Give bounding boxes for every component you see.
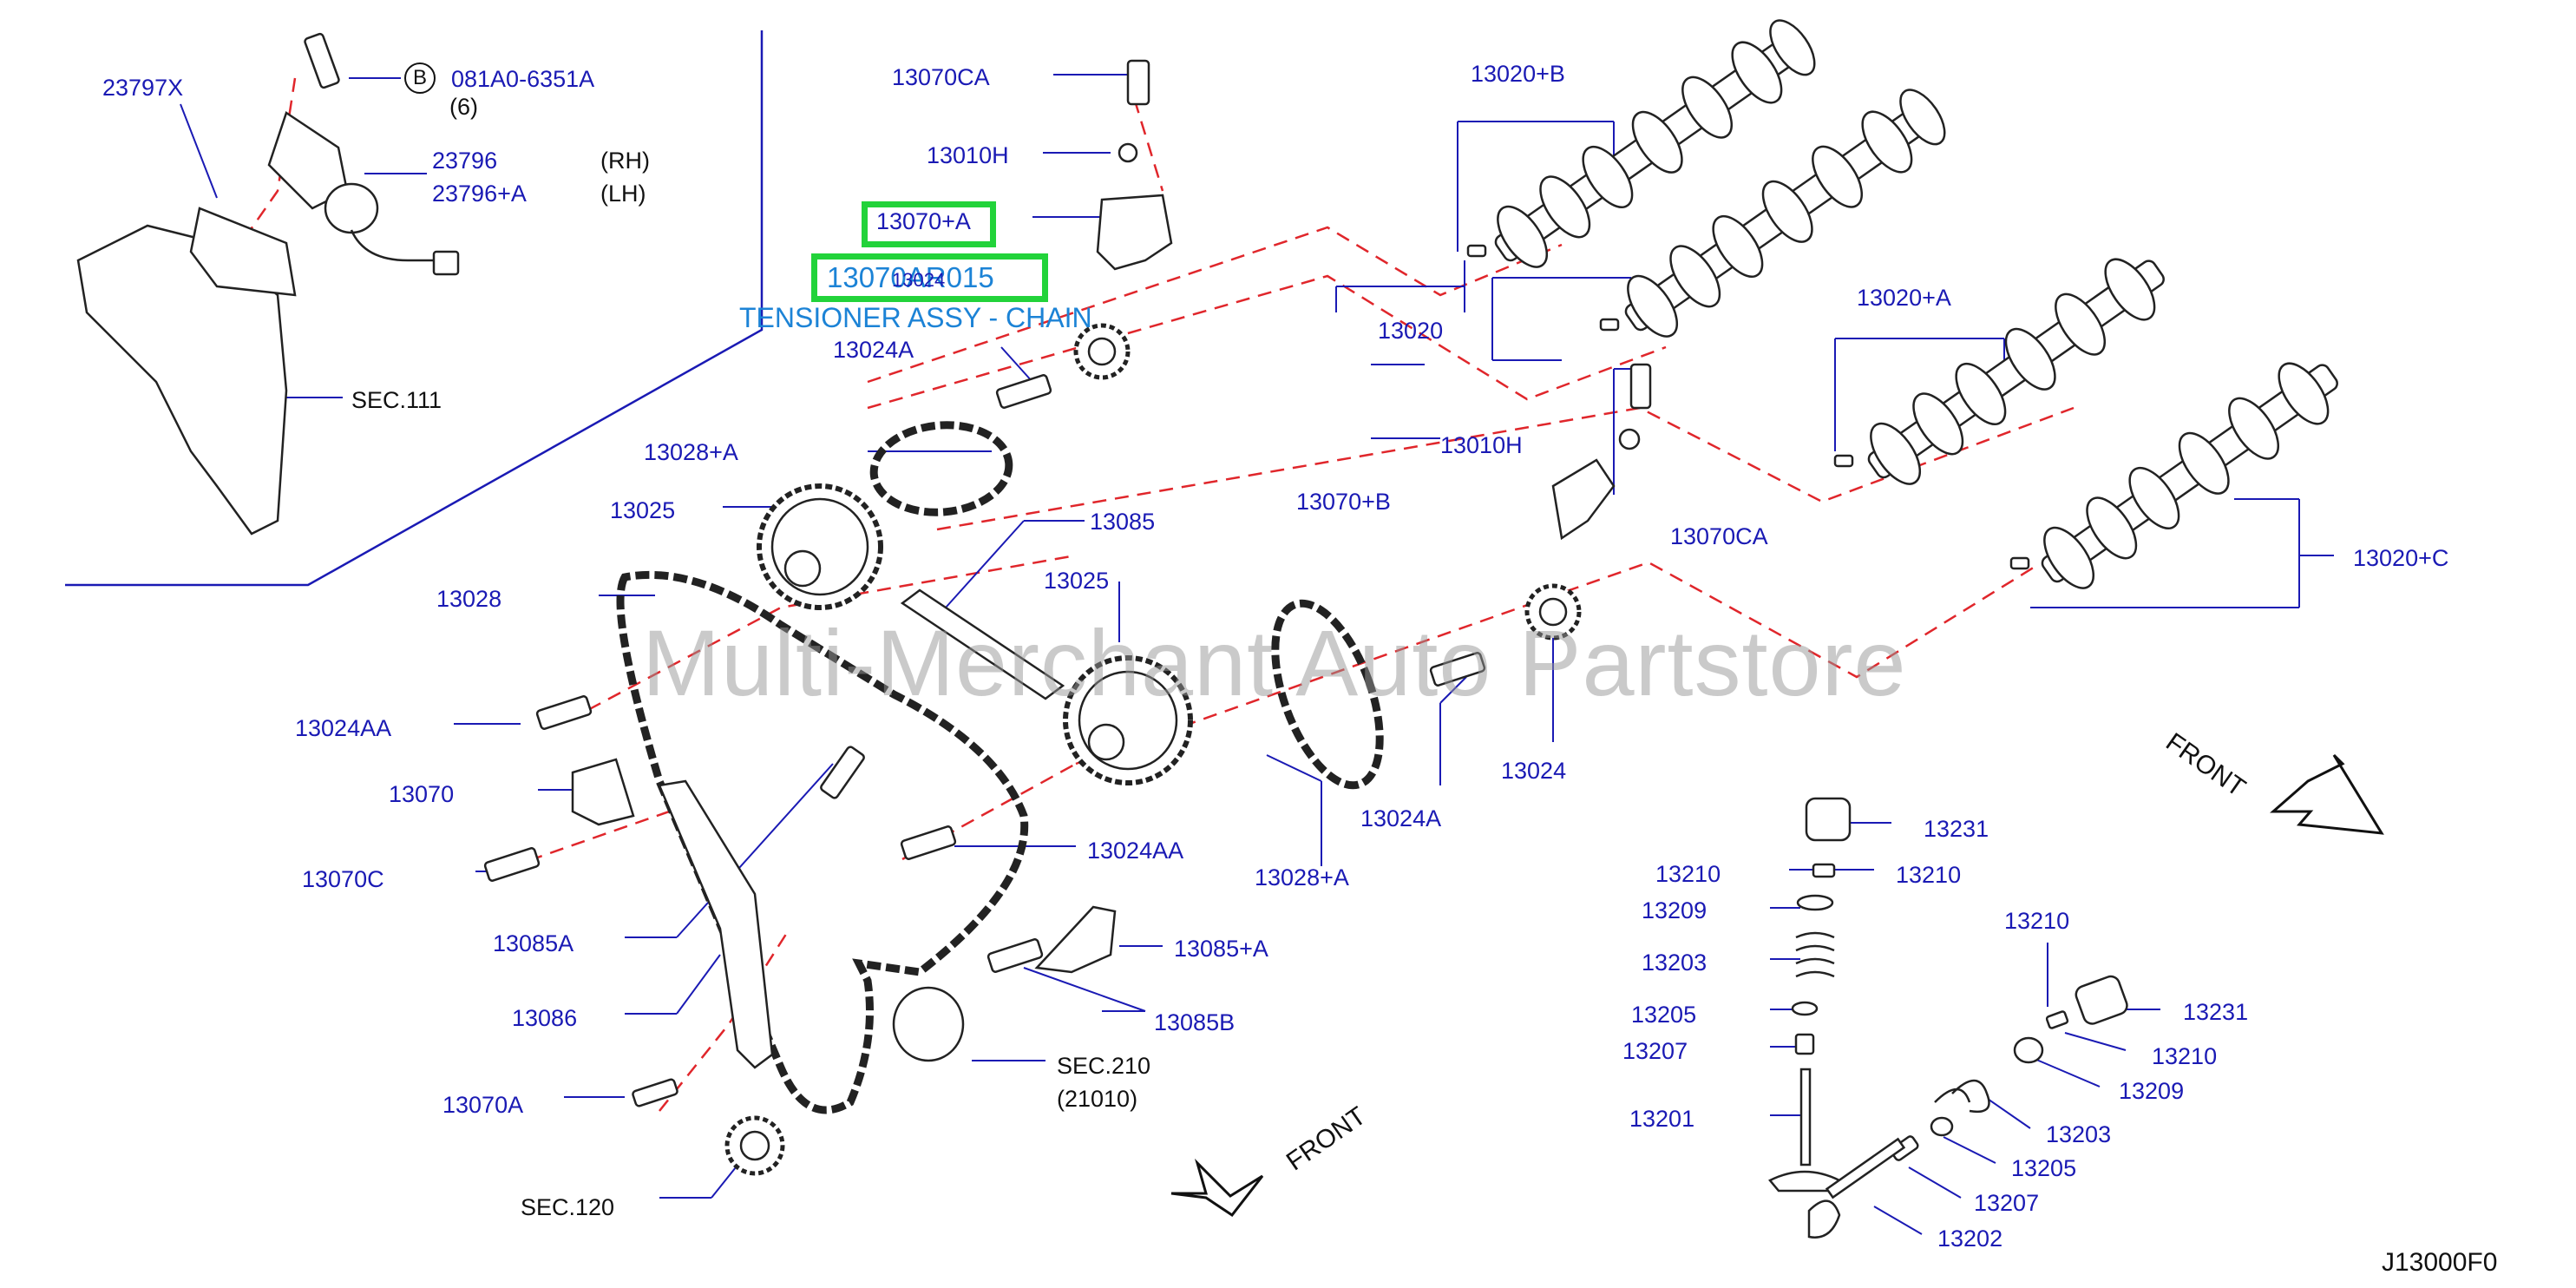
callout-13210c[interactable]: 13210 [2004, 908, 2070, 934]
callout-13201[interactable]: 13201 [1629, 1106, 1695, 1132]
callout-13210a[interactable]: 13210 [1655, 861, 1721, 887]
section-ref-210-sub: (21010) [1057, 1086, 1138, 1112]
callout-13010h-top[interactable]: 13010H [927, 142, 1009, 168]
callout-13085b[interactable]: 13085B [1154, 1009, 1236, 1035]
chain-guides [571, 194, 1616, 1069]
callout-13070[interactable]: 13070 [389, 781, 455, 807]
callout-13202[interactable]: 13202 [1937, 1226, 2003, 1252]
bolt-ref-badge: B [404, 62, 436, 94]
callout-13085[interactable]: 13085 [1090, 509, 1156, 535]
callout-13010h-mid[interactable]: 13010H [1440, 432, 1523, 458]
selected-part-number[interactable]: 13070AR015 [827, 261, 994, 293]
section-frame [65, 30, 764, 587]
callout-13205a[interactable]: 13205 [1631, 1002, 1697, 1028]
timing-chains [616, 421, 1384, 1114]
front-arrows [1170, 753, 2384, 1218]
callout-23797x[interactable]: 23797X [102, 75, 184, 101]
callout-13070b[interactable]: 13070+B [1296, 489, 1391, 515]
callout-13070a[interactable]: 13070+A [876, 208, 971, 234]
section-ref-111[interactable]: SEC.111 [351, 387, 442, 413]
callout-13209a[interactable]: 13209 [1642, 897, 1708, 923]
callout-23796[interactable]: 23796 [432, 148, 498, 174]
camshafts [1466, 19, 2338, 589]
selected-callout-highlight [862, 201, 996, 247]
callout-13024-top[interactable]: 13024 [892, 269, 946, 291]
callout-13028[interactable]: 13028 [436, 586, 502, 612]
watermark: Multi-Merchant Auto Partstore [642, 610, 1907, 715]
callout-13210d[interactable]: 13210 [2152, 1043, 2218, 1069]
leader-lines [180, 74, 2334, 1235]
callout-13070ca-mid[interactable]: 13070CA [1670, 523, 1768, 549]
variant-rh: (RH) [600, 148, 650, 174]
callout-13024a-top[interactable]: 13024A [833, 337, 914, 363]
callout-13024aa-left[interactable]: 13024AA [295, 715, 392, 741]
callout-13020[interactable]: 13020 [1378, 318, 1444, 344]
callout-13210b[interactable]: 13210 [1896, 862, 1962, 888]
callout-13028a-top[interactable]: 13028+A [644, 439, 738, 465]
section-ref-120[interactable]: SEC.120 [521, 1194, 615, 1220]
callout-13020b[interactable]: 13020+B [1471, 61, 1565, 87]
callout-23796a[interactable]: 23796+A [432, 181, 527, 207]
callout-13231b[interactable]: 13231 [2183, 999, 2249, 1025]
diagram-code: J13000F0 [2382, 1248, 2498, 1277]
bolts [483, 59, 1652, 1107]
callout-13024-mid[interactable]: 13024 [1501, 758, 1567, 784]
callout-13085a[interactable]: 13085A [493, 930, 574, 956]
selected-part-highlight [811, 253, 1048, 302]
callout-13207b[interactable]: 13207 [1974, 1190, 2040, 1216]
variant-lh: (LH) [600, 181, 646, 207]
valve-train [1768, 797, 2128, 1239]
callout-13086[interactable]: 13086 [512, 1005, 578, 1031]
bolt-ref-code[interactable]: 081A0-6351A [451, 66, 595, 92]
callout-13203a[interactable]: 13203 [1642, 950, 1708, 976]
callout-13203b[interactable]: 13203 [2046, 1121, 2112, 1147]
selected-part-description: TENSIONER ASSY - CHAIN [739, 302, 1092, 333]
callout-13070c[interactable]: 13070C [302, 866, 384, 892]
callout-13207a[interactable]: 13207 [1622, 1038, 1688, 1064]
callout-13205b[interactable]: 13205 [2011, 1155, 2077, 1181]
callout-13070a-bottom[interactable]: 13070A [442, 1092, 524, 1118]
callout-13020a[interactable]: 13020+A [1857, 285, 1951, 311]
callout-13209b[interactable]: 13209 [2119, 1078, 2185, 1104]
callout-13024aa-mid[interactable]: 13024AA [1087, 838, 1184, 864]
callout-13025-left[interactable]: 13025 [610, 497, 676, 523]
section-ref-210[interactable]: SEC.210 [1057, 1053, 1151, 1079]
callout-13028a-mid[interactable]: 13028+A [1255, 864, 1349, 890]
sprockets [724, 323, 1582, 1176]
callout-13020c[interactable]: 13020+C [2353, 545, 2449, 571]
callout-13025-mid[interactable]: 13025 [1044, 568, 1110, 594]
bolt-ref-qty: (6) [449, 94, 478, 120]
callout-13231a[interactable]: 13231 [1924, 816, 1989, 842]
callout-13024a-mid[interactable]: 13024A [1360, 805, 1442, 831]
sensor-assembly [76, 32, 460, 536]
callout-13070ca-top[interactable]: 13070CA [892, 64, 990, 90]
callout-13085a-plus[interactable]: 13085+A [1174, 936, 1268, 962]
